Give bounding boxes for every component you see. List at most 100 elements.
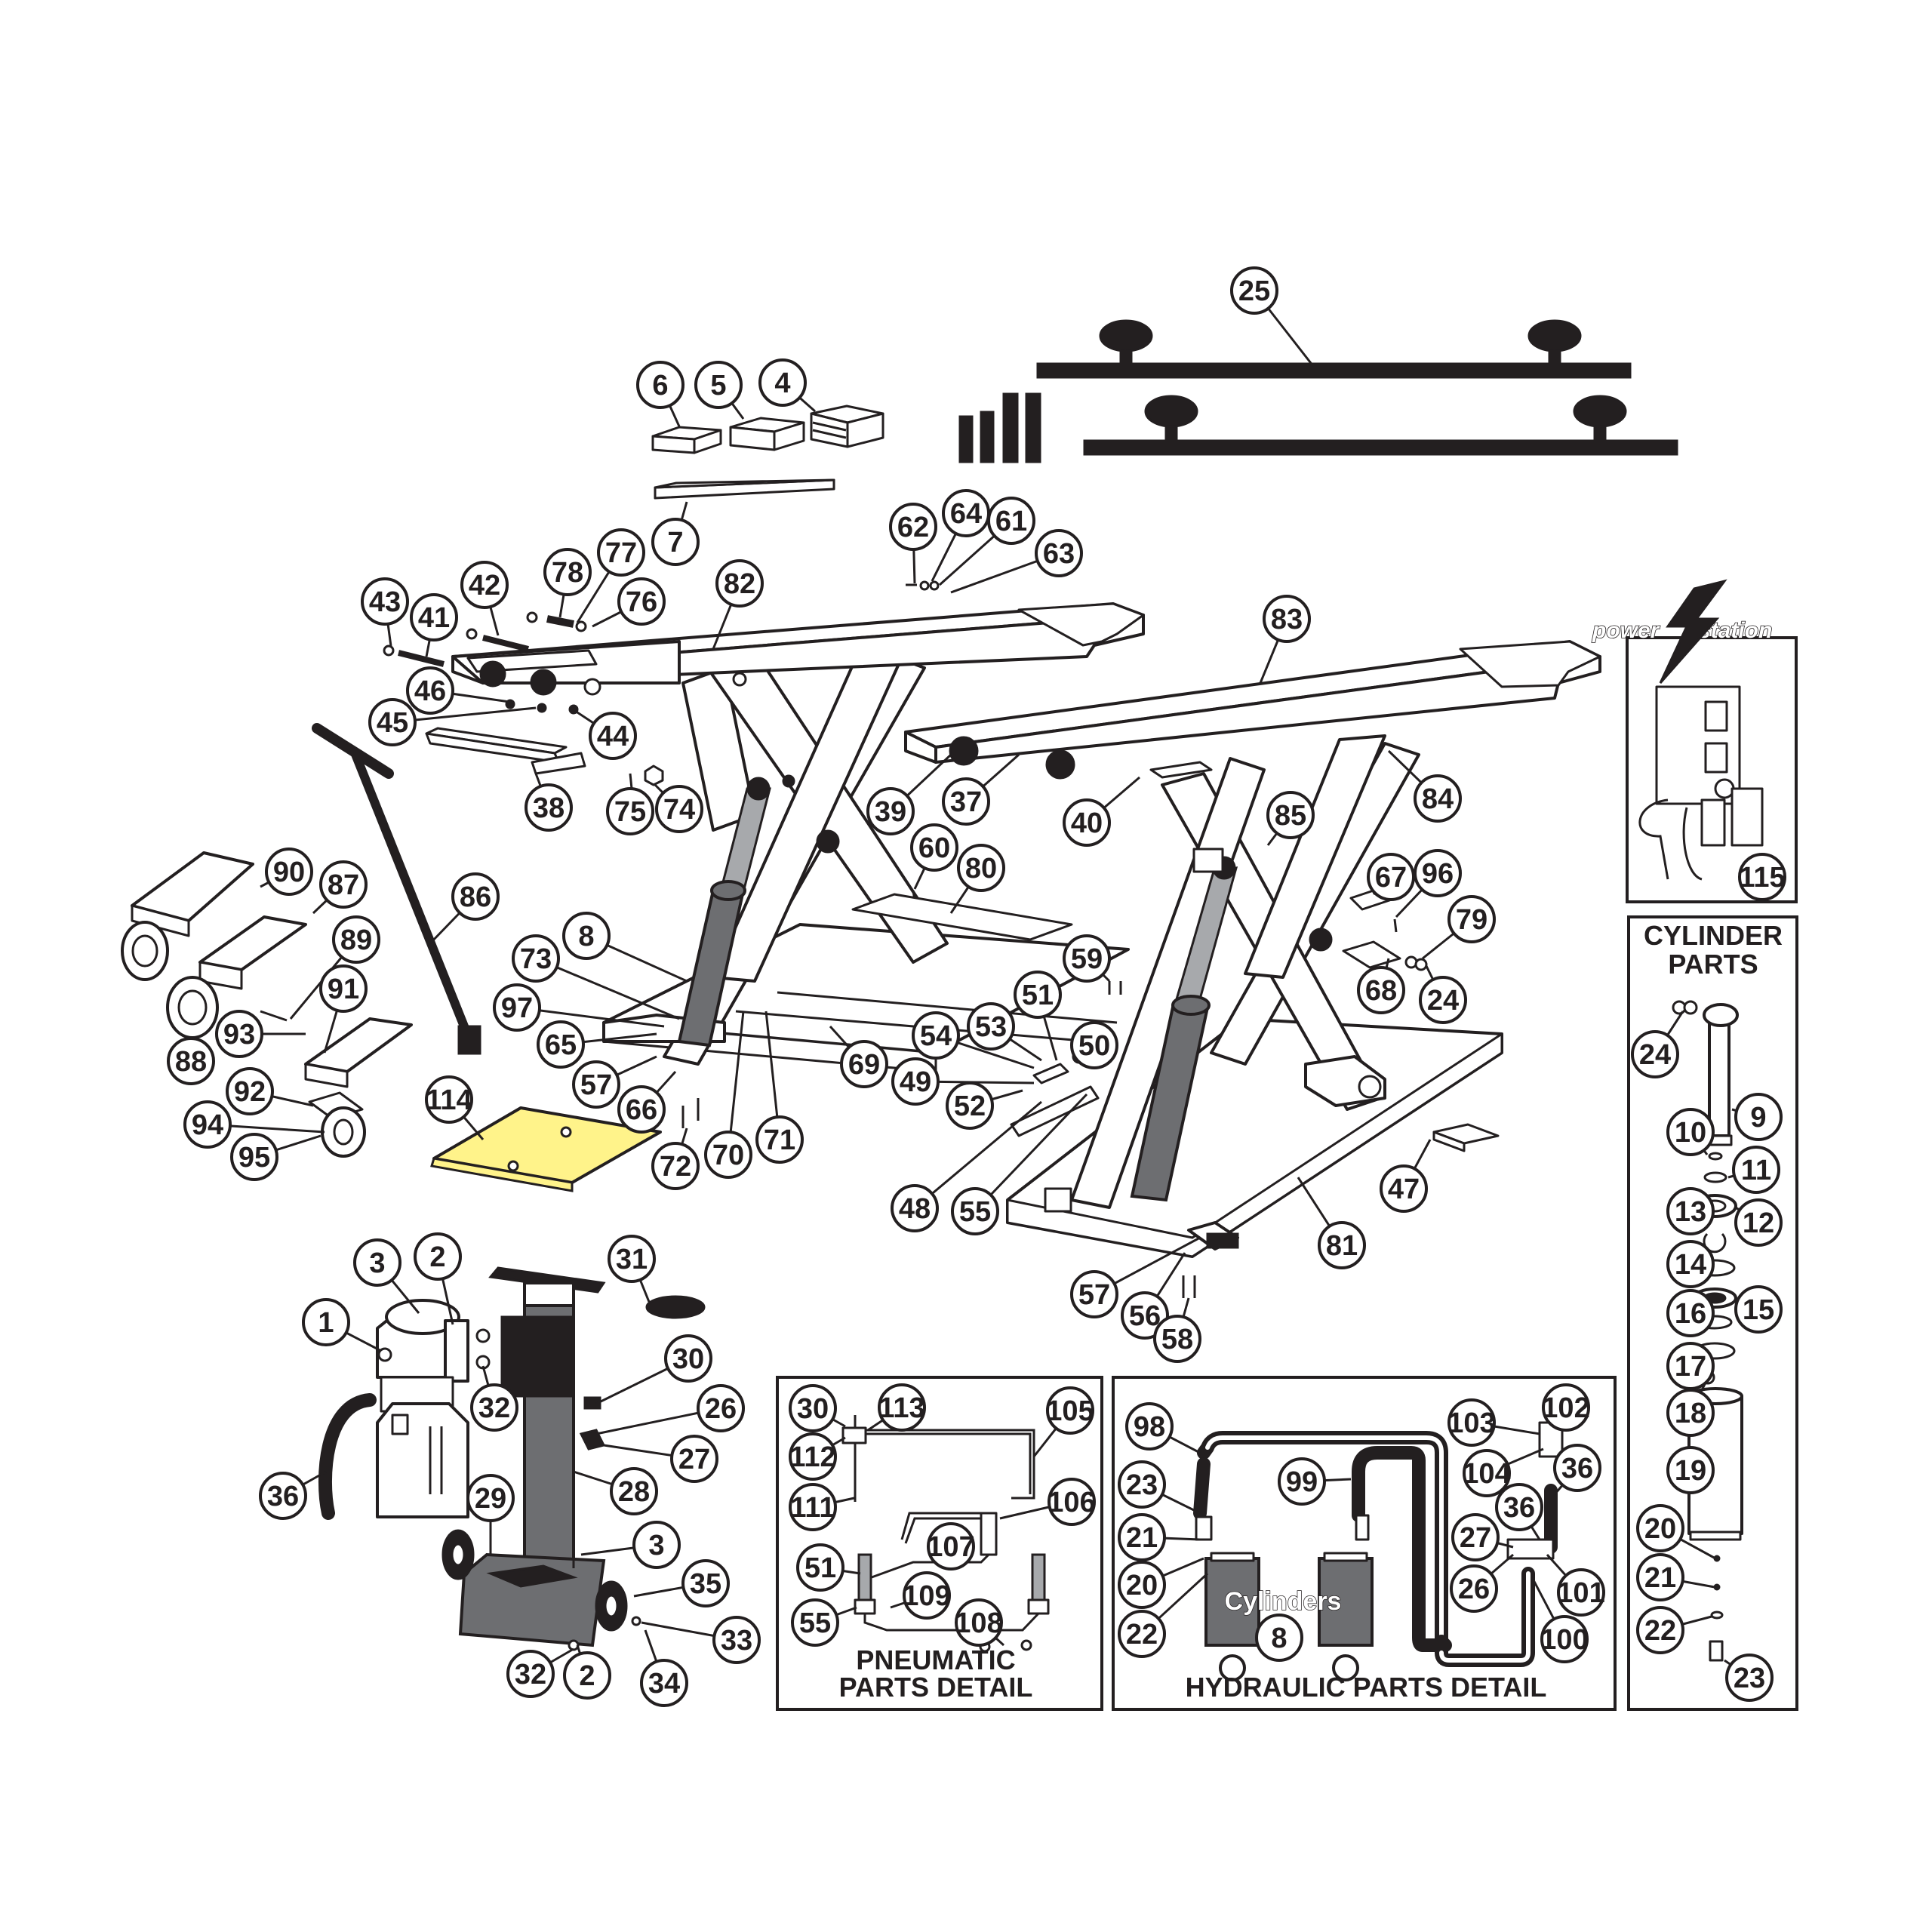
callout-16[interactable]: 16 xyxy=(1666,1289,1715,1337)
callout-88[interactable]: 88 xyxy=(167,1037,215,1085)
callout-48[interactable]: 48 xyxy=(891,1184,939,1232)
callout-64[interactable]: 64 xyxy=(942,489,990,537)
ramp-plate-highlighted[interactable] xyxy=(430,1106,662,1192)
callout-36[interactable]: 36 xyxy=(259,1472,307,1520)
callout-27[interactable]: 27 xyxy=(1451,1513,1500,1561)
callout-86[interactable]: 86 xyxy=(451,872,500,921)
callout-73[interactable]: 73 xyxy=(512,934,560,983)
callout-82[interactable]: 82 xyxy=(715,559,764,608)
callout-28[interactable]: 28 xyxy=(610,1467,658,1515)
callout-47[interactable]: 47 xyxy=(1380,1164,1428,1213)
callout-32[interactable]: 32 xyxy=(506,1650,555,1698)
callout-94[interactable]: 94 xyxy=(183,1100,232,1149)
callout-109[interactable]: 109 xyxy=(903,1571,951,1620)
callout-22[interactable]: 22 xyxy=(1118,1610,1166,1658)
callout-20[interactable]: 20 xyxy=(1636,1504,1684,1552)
callout-8[interactable]: 8 xyxy=(1255,1614,1303,1662)
callout-9[interactable]: 9 xyxy=(1734,1093,1783,1141)
callout-61[interactable]: 61 xyxy=(987,497,1035,545)
callout-101[interactable]: 101 xyxy=(1557,1568,1605,1617)
callout-41[interactable]: 41 xyxy=(410,593,458,641)
callout-111[interactable]: 111 xyxy=(789,1483,837,1531)
callout-30[interactable]: 30 xyxy=(789,1384,837,1432)
callout-23[interactable]: 23 xyxy=(1725,1654,1774,1702)
callout-97[interactable]: 97 xyxy=(493,983,541,1032)
callout-27[interactable]: 27 xyxy=(670,1435,718,1483)
callout-26[interactable]: 26 xyxy=(1450,1564,1498,1613)
callout-99[interactable]: 99 xyxy=(1278,1457,1326,1506)
callout-1[interactable]: 1 xyxy=(302,1298,350,1346)
callout-24[interactable]: 24 xyxy=(1419,976,1467,1024)
callout-33[interactable]: 33 xyxy=(712,1616,761,1664)
callout-74[interactable]: 74 xyxy=(655,785,703,833)
callout-57[interactable]: 57 xyxy=(572,1060,620,1109)
callout-37[interactable]: 37 xyxy=(942,777,990,826)
callout-81[interactable]: 81 xyxy=(1318,1221,1366,1269)
callout-90[interactable]: 90 xyxy=(265,848,313,896)
callout-31[interactable]: 31 xyxy=(608,1235,656,1283)
callout-42[interactable]: 42 xyxy=(460,561,509,609)
callout-40[interactable]: 40 xyxy=(1063,798,1111,847)
callout-78[interactable]: 78 xyxy=(543,548,592,596)
callout-87[interactable]: 87 xyxy=(319,860,368,909)
callout-77[interactable]: 77 xyxy=(597,528,645,577)
callout-3[interactable]: 3 xyxy=(353,1238,401,1287)
callout-35[interactable]: 35 xyxy=(681,1559,730,1607)
callout-56[interactable]: 56 xyxy=(1121,1291,1169,1340)
callout-38[interactable]: 38 xyxy=(525,783,573,832)
callout-36[interactable]: 36 xyxy=(1495,1483,1543,1531)
callout-29[interactable]: 29 xyxy=(466,1474,515,1522)
callout-98[interactable]: 98 xyxy=(1125,1402,1174,1451)
callout-7[interactable]: 7 xyxy=(651,518,700,566)
callout-50[interactable]: 50 xyxy=(1070,1021,1118,1069)
callout-21[interactable]: 21 xyxy=(1636,1553,1684,1601)
callout-58[interactable]: 58 xyxy=(1153,1315,1201,1363)
callout-32[interactable]: 32 xyxy=(470,1383,518,1432)
callout-44[interactable]: 44 xyxy=(589,712,637,760)
callout-108[interactable]: 108 xyxy=(955,1598,1003,1647)
callout-19[interactable]: 19 xyxy=(1666,1446,1715,1494)
callout-30[interactable]: 30 xyxy=(664,1334,712,1383)
callout-11[interactable]: 11 xyxy=(1732,1146,1780,1194)
callout-45[interactable]: 45 xyxy=(368,698,417,746)
callout-43[interactable]: 43 xyxy=(361,577,409,626)
callout-51[interactable]: 51 xyxy=(796,1543,844,1592)
callout-89[interactable]: 89 xyxy=(332,915,380,964)
callout-8[interactable]: 8 xyxy=(562,912,611,960)
callout-107[interactable]: 107 xyxy=(927,1522,975,1571)
callout-3[interactable]: 3 xyxy=(632,1521,681,1569)
callout-20[interactable]: 20 xyxy=(1118,1561,1166,1609)
callout-70[interactable]: 70 xyxy=(704,1131,752,1179)
callout-84[interactable]: 84 xyxy=(1414,774,1462,823)
callout-72[interactable]: 72 xyxy=(651,1142,700,1190)
callout-18[interactable]: 18 xyxy=(1666,1389,1715,1437)
callout-59[interactable]: 59 xyxy=(1063,934,1111,983)
callout-65[interactable]: 65 xyxy=(537,1020,585,1069)
callout-51[interactable]: 51 xyxy=(1014,971,1062,1019)
callout-46[interactable]: 46 xyxy=(406,666,454,715)
callout-39[interactable]: 39 xyxy=(866,787,915,835)
callout-92[interactable]: 92 xyxy=(226,1067,274,1115)
callout-102[interactable]: 102 xyxy=(1542,1383,1590,1432)
callout-26[interactable]: 26 xyxy=(697,1384,745,1432)
callout-93[interactable]: 93 xyxy=(215,1010,263,1058)
callout-17[interactable]: 17 xyxy=(1666,1342,1715,1390)
callout-25[interactable]: 25 xyxy=(1230,266,1278,315)
callout-96[interactable]: 96 xyxy=(1414,849,1462,897)
callout-100[interactable]: 100 xyxy=(1540,1615,1589,1663)
callout-23[interactable]: 23 xyxy=(1118,1460,1166,1509)
callout-113[interactable]: 113 xyxy=(878,1383,926,1432)
callout-67[interactable]: 67 xyxy=(1367,853,1415,901)
callout-115[interactable]: 115 xyxy=(1738,853,1786,901)
callout-66[interactable]: 66 xyxy=(617,1085,666,1134)
callout-10[interactable]: 10 xyxy=(1666,1108,1715,1156)
callout-69[interactable]: 69 xyxy=(840,1040,888,1088)
callout-57[interactable]: 57 xyxy=(1070,1270,1118,1318)
callout-5[interactable]: 5 xyxy=(694,361,743,409)
callout-2[interactable]: 2 xyxy=(563,1651,611,1700)
callout-106[interactable]: 106 xyxy=(1048,1478,1096,1526)
callout-83[interactable]: 83 xyxy=(1263,595,1311,643)
callout-103[interactable]: 103 xyxy=(1447,1398,1496,1447)
callout-104[interactable]: 104 xyxy=(1463,1449,1511,1497)
callout-95[interactable]: 95 xyxy=(230,1133,278,1181)
